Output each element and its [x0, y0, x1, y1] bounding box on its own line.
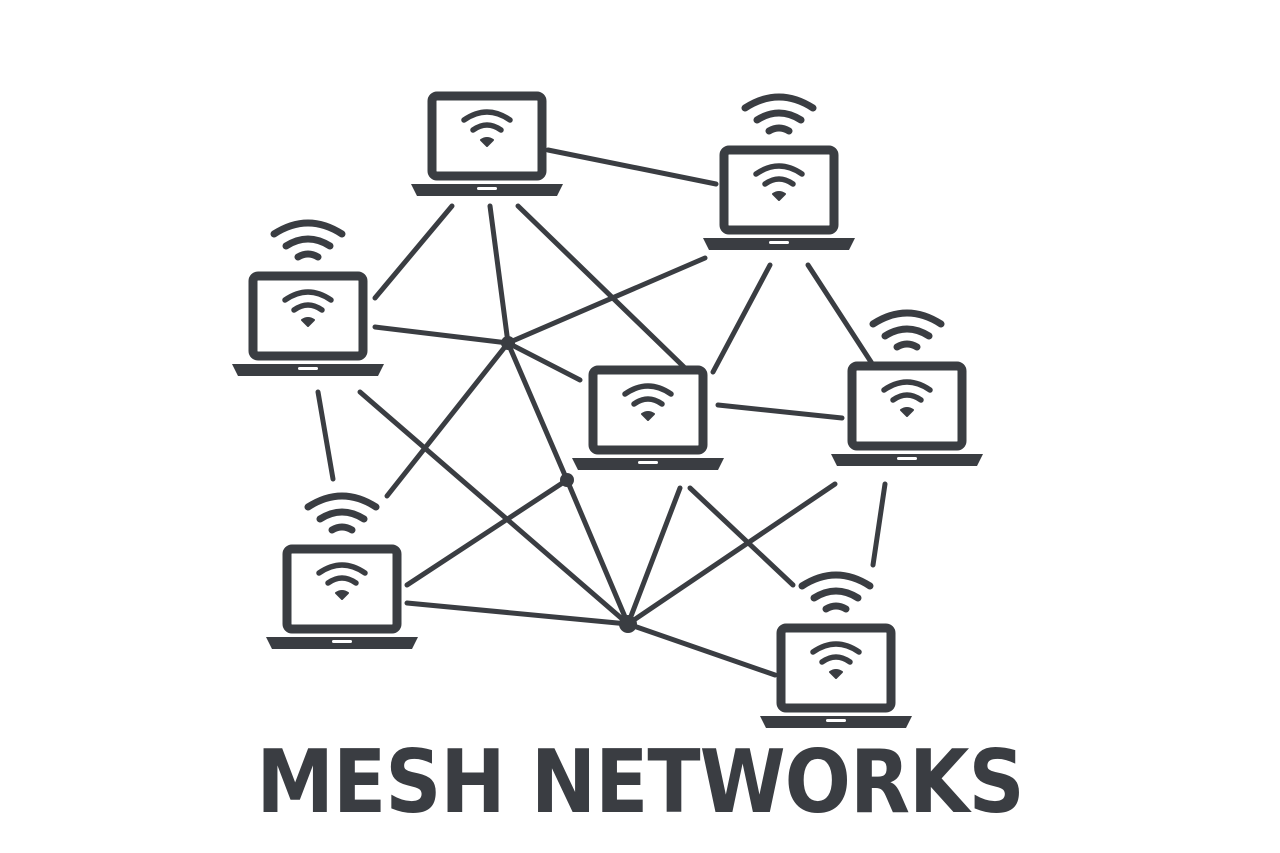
link [687, 485, 796, 588]
link [404, 477, 570, 588]
link [805, 262, 876, 368]
link [625, 485, 683, 627]
link [545, 147, 719, 187]
laptop-top-right [703, 97, 855, 250]
link [487, 203, 511, 346]
laptop-icon [232, 276, 384, 376]
hub-node-icon [619, 615, 637, 633]
wifi-icon [745, 97, 813, 131]
laptop-bottom-left [266, 496, 418, 649]
hub-node-icon [501, 336, 515, 350]
laptop-icon [266, 549, 418, 649]
wifi-icon [308, 496, 376, 530]
laptop-icon [703, 150, 855, 250]
link [404, 600, 631, 627]
link [315, 389, 336, 482]
link [505, 340, 583, 383]
link [384, 340, 511, 499]
laptop-left [232, 223, 384, 376]
hub-node-icon [560, 473, 574, 487]
wifi-icon [274, 223, 342, 257]
laptop-center [572, 370, 724, 470]
mesh-links [315, 147, 888, 678]
page-title: MESH NETWORKS [256, 732, 1024, 834]
link [564, 477, 631, 627]
wifi-icon [873, 313, 941, 347]
link [625, 621, 778, 678]
link [357, 389, 631, 627]
link [505, 340, 570, 483]
laptop-icon [411, 96, 563, 196]
link [715, 402, 845, 421]
laptop-icon [831, 366, 983, 466]
laptop-icon [572, 370, 724, 470]
laptop-icon [760, 628, 912, 728]
link [515, 203, 688, 371]
link [372, 203, 455, 301]
link [710, 262, 773, 375]
link [372, 324, 511, 346]
laptop-top-center [411, 96, 563, 196]
link [625, 481, 838, 627]
laptop-bottom-right [760, 575, 912, 728]
link [505, 255, 708, 346]
link [870, 481, 888, 568]
wifi-icon [802, 575, 870, 609]
